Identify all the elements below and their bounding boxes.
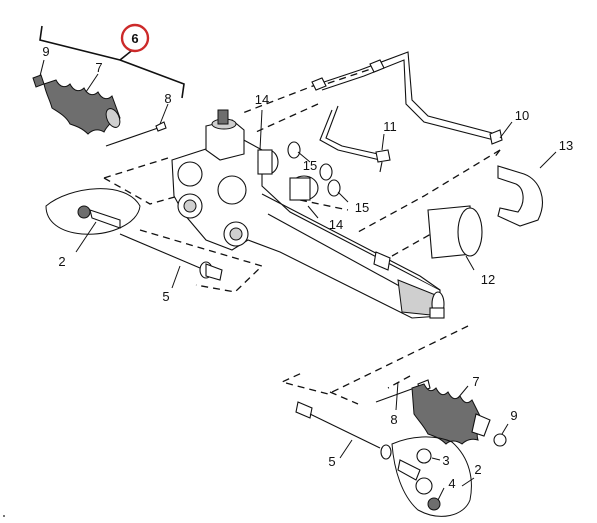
callout-2-left: 2 xyxy=(58,254,65,269)
fluid-lines xyxy=(311,51,503,161)
stray-dot xyxy=(3,515,5,517)
upper-clamp-part xyxy=(32,59,45,88)
callout-6: 6 xyxy=(131,31,138,46)
callout-7-top: 7 xyxy=(95,60,102,75)
callout-12: 12 xyxy=(481,272,495,287)
callout-9-top: 9 xyxy=(42,44,49,59)
fitting-part-10 xyxy=(499,121,513,139)
left-inner-tie-rod-part-5 xyxy=(119,233,223,289)
bushing-15-lower xyxy=(327,179,349,203)
callout-9-bottom: 9 xyxy=(510,408,517,423)
callout-3: 3 xyxy=(442,453,449,468)
callout-14-middle: 14 xyxy=(329,217,343,232)
callout-11: 11 xyxy=(383,119,397,134)
callout-5-bottom: 5 xyxy=(328,454,335,469)
callout-labels: 9 7 8 14 11 10 13 15 15 14 2 5 12 7 8 9 … xyxy=(42,44,573,491)
left-tie-rod-end-part-2 xyxy=(75,205,121,253)
callout-15-lower: 15 xyxy=(355,200,369,215)
insulator-part-12 xyxy=(427,205,483,271)
upper-boot-part xyxy=(43,73,121,135)
callout-4: 4 xyxy=(448,476,455,491)
lower-clamp-part-9 xyxy=(493,423,509,447)
callout-7-bottom: 7 xyxy=(472,374,479,389)
callout-5-left: 5 xyxy=(162,289,169,304)
upper-tie-strap-part xyxy=(105,103,169,147)
kit-6-highlight-ring: 6 xyxy=(120,23,150,53)
callout-8-bottom: 8 xyxy=(390,412,397,427)
lower-tie-rod-end-part-2 xyxy=(397,448,475,511)
left-tie-rod-outline xyxy=(45,188,141,235)
callout-15-upper: 15 xyxy=(303,158,317,173)
assembly-dash-lines xyxy=(103,65,501,405)
bushing-15-upper xyxy=(287,141,333,181)
lower-inner-tie-rod-part-5 xyxy=(295,401,392,460)
fitting-part-11 xyxy=(375,133,391,173)
callout-8-top: 8 xyxy=(164,91,171,106)
bushing-14-upper xyxy=(257,109,279,175)
callout-10: 10 xyxy=(515,108,529,123)
callout-2-bottom: 2 xyxy=(474,462,481,477)
lower-boot-part-7 xyxy=(411,383,491,445)
callout-13: 13 xyxy=(559,138,573,153)
callout-14-top: 14 xyxy=(255,92,269,107)
gear-housing xyxy=(171,109,445,319)
mount-bracket-part-13 xyxy=(497,151,557,227)
bushing-14-lower xyxy=(289,175,319,219)
lower-tie-rod-outline xyxy=(391,436,472,517)
